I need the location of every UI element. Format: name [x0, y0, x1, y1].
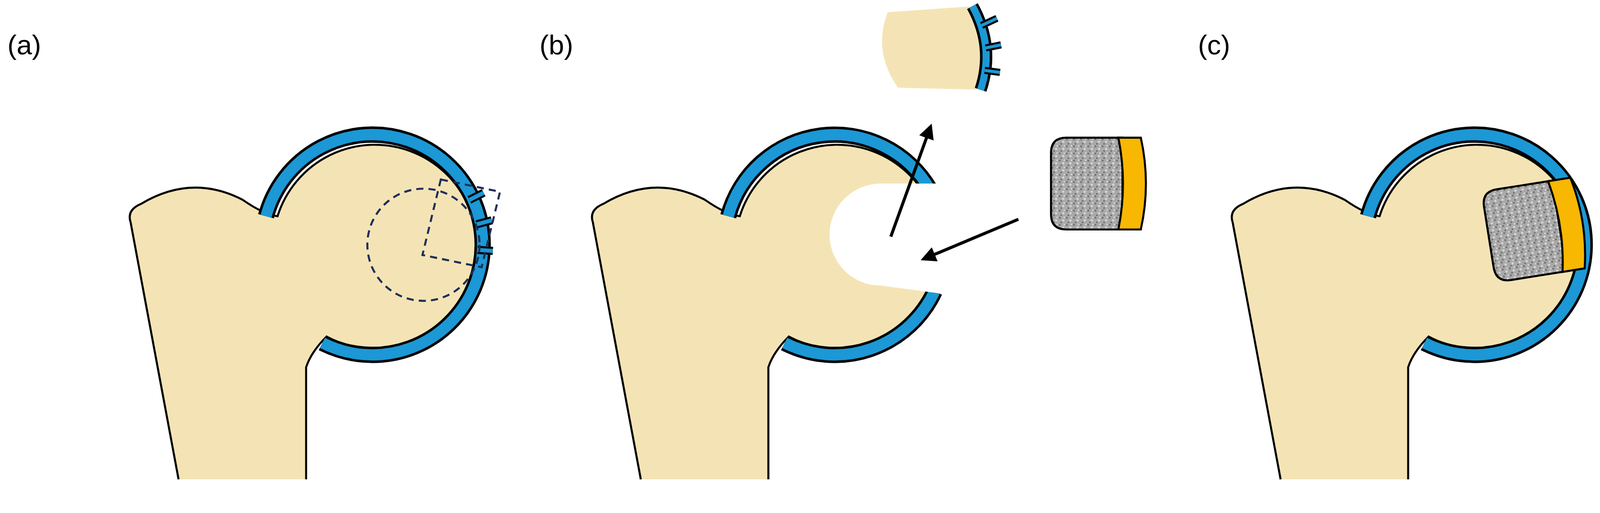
panel-c-femur: [1231, 134, 1590, 480]
process-arrows: [890, 126, 1019, 260]
panel-label: (c): [1197, 31, 1231, 60]
panel-label: (a): [7, 31, 42, 60]
panel-label: (b): [539, 31, 574, 60]
panel-b-femur: [592, 134, 958, 480]
panel-a-femur: [129, 134, 500, 480]
implant: [1050, 137, 1146, 230]
removed-plug: [882, 5, 1002, 90]
